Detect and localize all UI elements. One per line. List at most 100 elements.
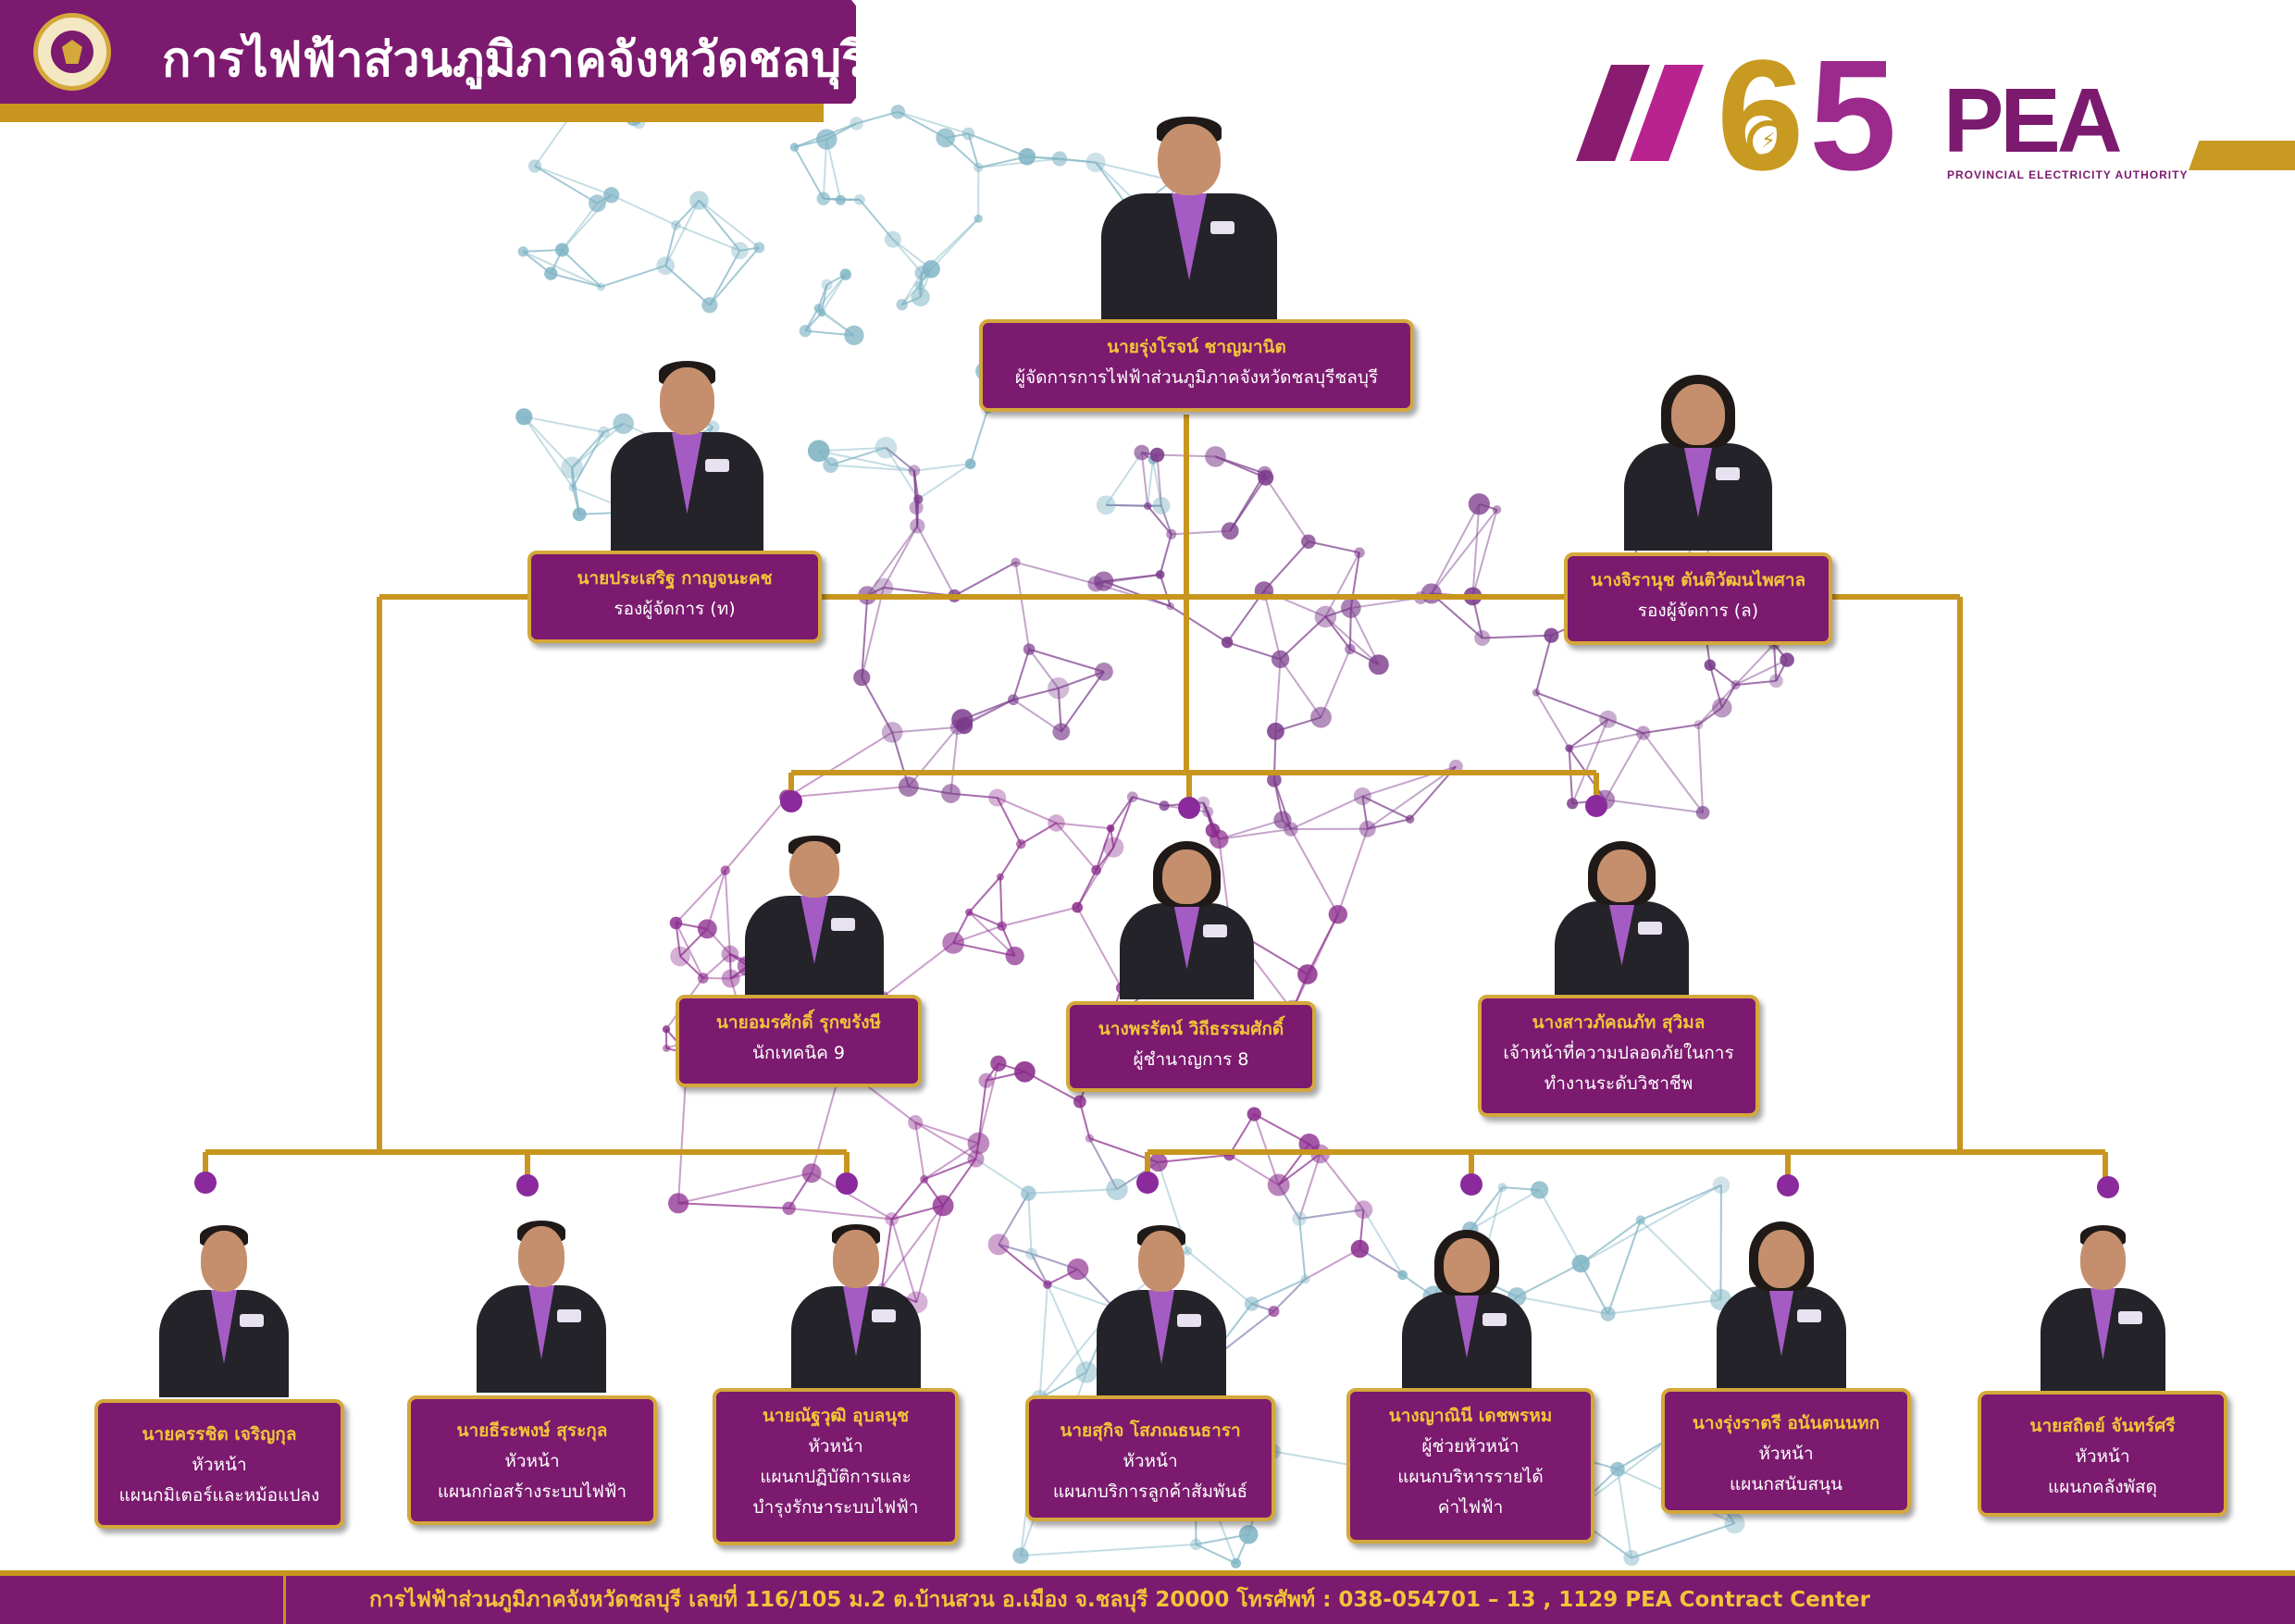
network-node [1008, 694, 1019, 706]
person-position: หัวหน้า [192, 1455, 247, 1475]
network-edge [999, 876, 1003, 926]
network-edge [1103, 580, 1172, 608]
network-edge [1568, 748, 1574, 804]
network-edge [1095, 827, 1112, 871]
network-node [1023, 643, 1036, 655]
network-edge [1298, 1153, 1321, 1220]
network-edge [914, 1122, 925, 1180]
network-edge [1319, 1153, 1365, 1210]
network-edge [1132, 796, 1165, 807]
network-node [1085, 152, 1106, 173]
network-edge [1290, 828, 1339, 915]
network-edge [664, 224, 677, 267]
network-edge [524, 415, 604, 433]
network-edge [534, 165, 612, 196]
network-edge [1253, 1113, 1310, 1146]
portrait-specialist [1120, 833, 1254, 999]
network-edge [1773, 644, 1778, 681]
dot-technician [780, 790, 802, 812]
network-edge [1151, 459, 1162, 506]
network-node [596, 282, 605, 291]
network-node [896, 299, 908, 311]
network-node [1268, 1306, 1280, 1318]
network-node [881, 722, 903, 743]
network-node [561, 456, 584, 479]
network-edge [1361, 795, 1411, 821]
network-edge [996, 797, 1023, 845]
network-edge [1367, 818, 1410, 830]
network-edge [1106, 503, 1148, 507]
network-edge [1298, 1218, 1307, 1280]
network-node [1247, 1107, 1261, 1122]
network-node [1205, 446, 1226, 467]
network-edge [1251, 1278, 1306, 1305]
network-edge [1159, 534, 1172, 576]
network-edge [1734, 643, 1775, 686]
network-node [967, 1150, 985, 1168]
network-node [1073, 1095, 1086, 1109]
network-edge [924, 1158, 976, 1181]
network-node [1047, 677, 1070, 700]
network-edge [953, 561, 1016, 597]
network-node [1155, 570, 1165, 579]
network-edge [1147, 505, 1172, 535]
network-edge [998, 1243, 1032, 1255]
network-edge [1279, 615, 1327, 661]
person-position: หัวหน้า [1758, 1444, 1814, 1464]
network-node [568, 483, 577, 492]
network-edge [1517, 1295, 1608, 1315]
network-edge [1272, 1278, 1307, 1312]
network-edge [1516, 1262, 1582, 1298]
network-edge [1580, 1184, 1722, 1265]
network-node [720, 865, 730, 875]
network-edge [534, 165, 598, 205]
network-edge [861, 676, 894, 733]
network-node [922, 260, 940, 279]
network-edge [1112, 796, 1134, 849]
network-edge [830, 464, 914, 472]
network-edge [1076, 847, 1115, 909]
network-node [1693, 720, 1704, 730]
network-edge [1272, 1278, 1307, 1312]
network-node [1221, 636, 1234, 649]
network-edge [571, 467, 581, 514]
network-edge [1606, 1220, 1642, 1315]
network-edge [1186, 1250, 1253, 1305]
network-edge [1349, 607, 1380, 665]
network-edge [1106, 503, 1148, 507]
network-edge [978, 157, 1061, 169]
network-edge [1012, 687, 1059, 701]
lightning-bolt-icon: ⚡ [1747, 120, 1790, 163]
network-node [910, 518, 925, 534]
network-edge [908, 726, 959, 787]
network-edge [1482, 634, 1552, 639]
network-node [789, 143, 800, 152]
network-edge [977, 1063, 999, 1144]
network-edge [1170, 605, 1228, 644]
network-node [942, 932, 964, 954]
network-edge [866, 525, 919, 596]
network-edge [1159, 534, 1172, 576]
network-edge [1605, 799, 1704, 814]
network-node [1599, 710, 1618, 728]
network-edge [1028, 648, 1105, 673]
portrait-deputy-t [611, 347, 763, 551]
portrait-safety [1555, 833, 1689, 995]
network-edge [1106, 503, 1161, 507]
network-edge [1156, 454, 1162, 506]
network-node [701, 297, 718, 314]
network-edge [914, 1122, 976, 1160]
network-edge [1607, 1298, 1721, 1315]
network-edge [1171, 529, 1231, 536]
network-edge [859, 199, 894, 241]
person-name: นายประเสริฐ กาญจนะคช [577, 568, 773, 589]
person-position: รองผู้จัดการ (ท) [614, 599, 736, 619]
network-node [1210, 829, 1229, 849]
network-edge [1324, 615, 1380, 665]
network-edge [1604, 732, 1644, 800]
network-edge [998, 1244, 1048, 1285]
network-edge [1110, 796, 1134, 829]
network-edge [968, 911, 1003, 927]
network-edge [1336, 828, 1369, 915]
network-edge [821, 274, 847, 314]
